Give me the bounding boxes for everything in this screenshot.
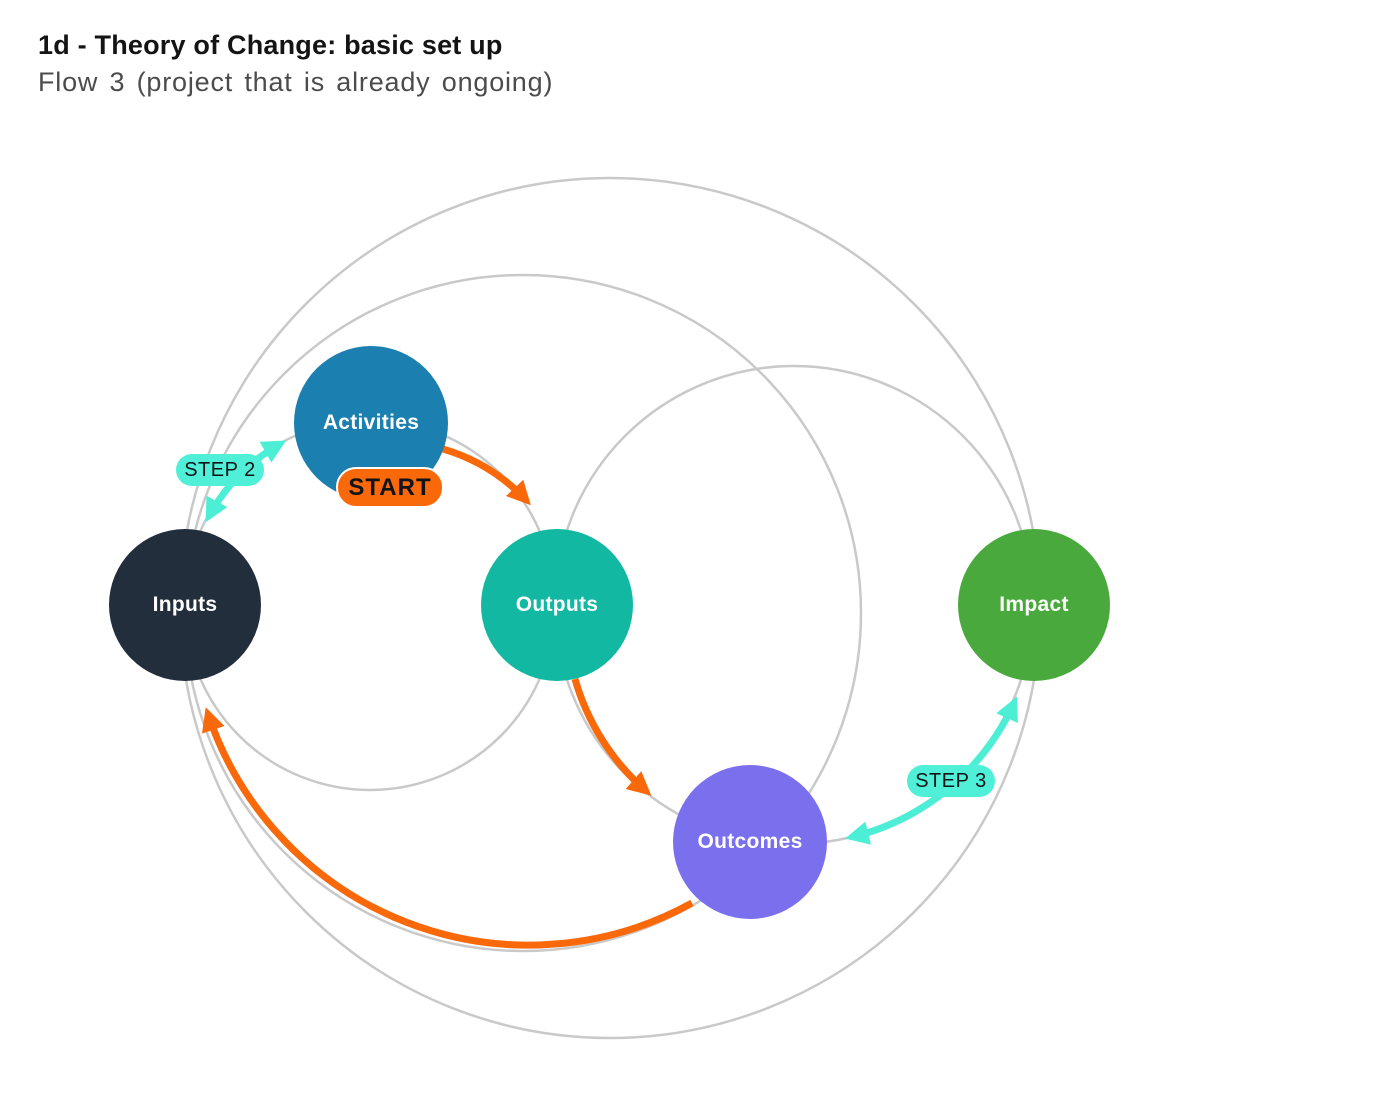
start-badge-label: START [348,473,432,501]
node-outcomes: Outcomes [673,765,827,919]
node-inputs-label: Inputs [152,593,218,616]
flow-arrow-outputs-to-outcomes [571,678,652,796]
header: 1d - Theory of Change: basic set up Flow… [38,30,553,98]
node-activities-label: Activities [322,411,420,434]
step2-badge: STEP 2 [176,454,264,486]
flow-arrow-activities-to-outputs [442,445,531,506]
page-subtitle: Flow 3 (project that is already ongoing) [38,67,554,97]
node-inputs: Inputs [109,529,261,681]
flow-arrow-outcomes-to-inputs [201,707,694,949]
step2-badge-label: STEP 2 [184,458,256,481]
node-outcomes-label: Outcomes [697,830,803,853]
start-badge: START [336,467,444,508]
page-title: 1d - Theory of Change: basic set up [38,30,503,60]
node-outputs: Outputs [481,529,633,681]
node-impact-label: Impact [999,593,1069,616]
step3-badge: STEP 3 [907,765,995,797]
node-impact: Impact [958,529,1110,681]
step3-badge-label: STEP 3 [915,769,987,792]
node-outputs-label: Outputs [515,593,599,616]
